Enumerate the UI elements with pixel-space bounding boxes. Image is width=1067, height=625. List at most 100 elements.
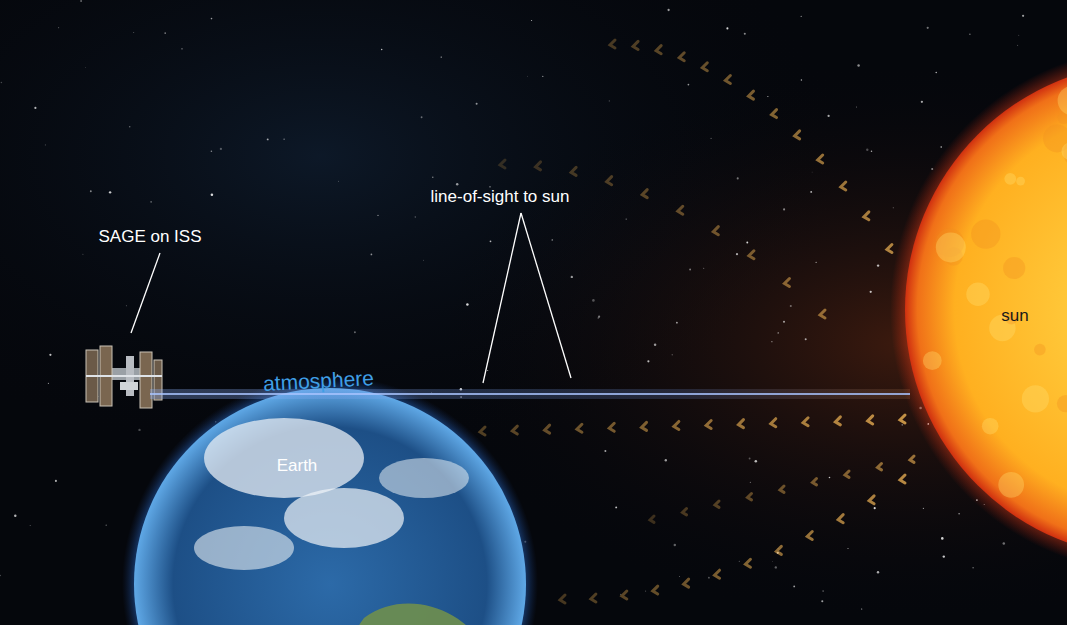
star — [571, 276, 573, 278]
star — [710, 138, 711, 139]
solar-wind-chevron — [622, 591, 627, 599]
solar-wind-chevron — [878, 464, 882, 470]
star — [708, 577, 710, 579]
atmosphere-band: atmosphereEarth — [122, 376, 538, 625]
sun-disc — [905, 62, 1067, 558]
star — [921, 101, 923, 103]
star — [0, 575, 1, 576]
star — [901, 424, 903, 426]
star — [45, 144, 46, 145]
earth-globe — [134, 388, 526, 625]
solar-wind-chevron — [784, 279, 789, 287]
star — [793, 585, 795, 587]
star — [181, 48, 182, 49]
star — [755, 460, 758, 463]
star — [82, 254, 83, 255]
star — [861, 608, 862, 609]
star — [1022, 15, 1024, 17]
star — [164, 32, 166, 34]
star — [377, 215, 378, 216]
leader-line — [483, 213, 521, 383]
star — [371, 254, 373, 256]
star — [679, 575, 681, 577]
star — [771, 341, 772, 342]
star — [829, 477, 831, 479]
star — [415, 216, 417, 218]
star — [672, 354, 674, 356]
solar-wind-chevron — [748, 494, 752, 500]
star — [783, 208, 785, 210]
star — [775, 566, 777, 568]
star — [923, 508, 924, 509]
star — [284, 139, 285, 140]
star — [211, 194, 214, 197]
solar-wind-chevron — [656, 46, 661, 54]
solar-wind-chevron — [480, 427, 485, 435]
solar-wind-chevron — [577, 424, 582, 432]
earth-circle: Earth — [134, 388, 526, 625]
solar-wind-chevron — [536, 162, 541, 170]
iss-station — [86, 346, 162, 408]
star — [676, 322, 678, 324]
star — [827, 115, 829, 117]
star — [354, 331, 356, 333]
star — [654, 344, 656, 346]
star — [55, 480, 57, 482]
solar-wind-chevron — [571, 167, 576, 175]
star — [109, 191, 111, 193]
star — [592, 299, 595, 302]
solar-wind-chevron — [749, 251, 754, 259]
leader-line — [131, 253, 160, 333]
star — [940, 146, 941, 147]
solar-wind-chevron — [803, 418, 808, 426]
star — [736, 253, 738, 255]
star — [877, 264, 879, 266]
solar-wind-chevron — [642, 190, 647, 198]
star — [941, 537, 944, 540]
star — [665, 459, 667, 461]
star — [125, 305, 127, 307]
star — [811, 171, 813, 173]
star — [726, 27, 728, 29]
star — [48, 383, 49, 384]
star — [441, 56, 442, 57]
star — [85, 67, 87, 69]
star — [49, 354, 51, 356]
star — [958, 513, 959, 514]
solar-wind-chevron — [650, 516, 654, 522]
star — [783, 321, 785, 323]
star — [133, 32, 135, 34]
star — [220, 148, 222, 150]
star — [772, 560, 774, 562]
star — [431, 392, 433, 394]
star — [749, 458, 751, 460]
star — [801, 16, 802, 17]
star — [822, 590, 824, 592]
solar-wind-chevron — [715, 570, 720, 578]
star — [689, 269, 691, 271]
solar-wind-chevron — [864, 212, 869, 220]
star — [106, 525, 107, 526]
solar-wind-chevron — [679, 53, 684, 61]
star — [856, 106, 858, 108]
star — [737, 177, 739, 179]
star — [1017, 45, 1018, 46]
solar-wind-chevron — [845, 471, 849, 477]
solar-wind-chevron — [500, 160, 505, 168]
star — [1, 82, 3, 84]
star — [857, 64, 859, 66]
solar-wind-chevron — [835, 417, 840, 425]
satellite-label: SAGE on ISS — [99, 227, 202, 247]
solar-wind-chevron — [900, 415, 905, 423]
solar-wind-chevron — [678, 206, 683, 214]
earth-label: Earth — [277, 456, 318, 476]
star — [674, 544, 676, 546]
star — [972, 567, 973, 568]
star — [14, 514, 16, 516]
solar-wind-chevron — [706, 421, 711, 429]
solar-wind-chevron — [807, 532, 812, 540]
solar-wind-chevron — [771, 419, 776, 427]
star — [1018, 34, 1020, 36]
solar-wind-chevron — [591, 594, 596, 602]
